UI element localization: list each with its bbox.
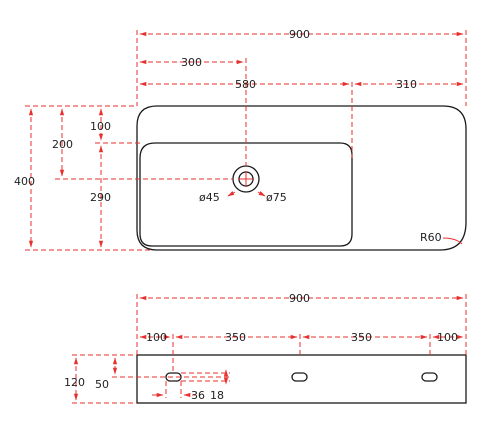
overall-depth-label: 400 — [14, 175, 35, 188]
basin-outline — [139, 142, 353, 247]
hole-height-label: 50 — [95, 378, 109, 391]
side-outline — [136, 354, 467, 404]
overall-width-label: 900 — [289, 28, 310, 41]
slot-height-label: 18 — [210, 389, 224, 402]
corner-radius-label: R60 — [420, 231, 442, 244]
hole-spacing-1-label: 350 — [225, 331, 246, 344]
basin-depth-label: 290 — [90, 191, 111, 204]
edge-hole-left-label: 100 — [146, 331, 167, 344]
drain-outer-dia-label: ø75 — [266, 191, 287, 204]
overflow-slot-3 — [421, 372, 438, 382]
hole-spacing-2-label: 350 — [351, 331, 372, 344]
slot-length-label: 36 — [191, 389, 205, 402]
tap-offset-label: 300 — [181, 56, 202, 69]
countertop-outline — [136, 105, 467, 251]
side-overall-width-label: 900 — [289, 292, 310, 305]
drain-offset-label: 200 — [52, 138, 73, 151]
overflow-slot-2 — [291, 372, 308, 382]
deck-width-label: 310 — [396, 78, 417, 91]
side-height-label: 120 — [64, 376, 85, 389]
edge-hole-right-label: 100 — [437, 331, 458, 344]
drain-inner-dia-label: ø45 — [199, 191, 220, 204]
basin-width-label: 580 — [235, 78, 256, 91]
side-view: 900 100 350 350 100 120 50 36 18 — [64, 292, 467, 404]
front-lip-label: 100 — [90, 120, 111, 133]
top-view: 900 300 580 310 400 200 100 290 ø45 ø75 … — [14, 28, 467, 251]
